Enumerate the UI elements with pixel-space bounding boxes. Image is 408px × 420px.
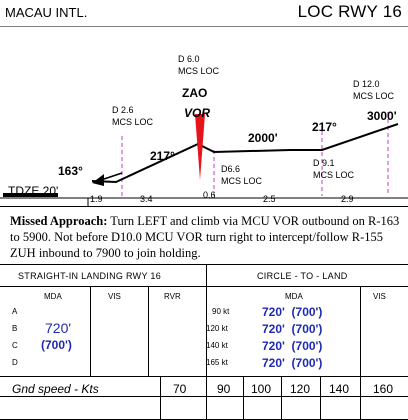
- segment-dist-3: 0.6: [203, 190, 216, 200]
- fix-label-d9-1-name: MCS LOC: [313, 170, 355, 180]
- segment-dist-2: 3.4: [140, 194, 153, 204]
- missed-approach-section: Missed Approach: Turn LEFT and climb via…: [0, 206, 408, 265]
- missed-approach-title: Missed Approach:: [10, 214, 108, 228]
- circle-speed-a: 90 kt: [212, 307, 230, 316]
- groundspeed-label: Gnd speed - Kts: [12, 382, 99, 396]
- missed-approach-text: Missed Approach: Turn LEFT and climb via…: [10, 213, 402, 261]
- circle-minima-d: 720' (700'): [262, 356, 323, 370]
- fix-label-d6-0-name: MCS LOC: [178, 66, 220, 76]
- vor-spike: [195, 114, 205, 180]
- airport-name: MACAU INTL.: [5, 5, 88, 20]
- procedure-title: LOC RWY 16: [297, 2, 402, 21]
- fix-label-d2-6-dist: D 2.6: [112, 105, 134, 115]
- category-c: C: [12, 341, 18, 350]
- segment-dist-1: 1.9: [90, 194, 103, 204]
- vor-ident: ZAO: [182, 86, 207, 100]
- groundspeed-140: 140: [329, 382, 350, 396]
- circle-speed-b: 120 kt: [206, 324, 228, 333]
- fix-label-d12-0-dist: D 12.0: [353, 79, 380, 89]
- category-a: A: [12, 307, 18, 316]
- category-b: B: [12, 324, 18, 333]
- circle-speed-d: 165 kt: [206, 358, 228, 367]
- fix-label-d6-6-name: MCS LOC: [221, 176, 263, 186]
- vor-type: VOR: [184, 106, 210, 120]
- si-hat-value: (700'): [41, 338, 72, 352]
- fix-lines: [121, 112, 389, 196]
- chart-header: MACAU INTL. LOC RWY 16: [0, 0, 408, 26]
- course-217-inbound: 217°: [312, 120, 337, 134]
- groundspeed-120: 120: [290, 382, 311, 396]
- course-217-outbound: 217°: [150, 149, 175, 163]
- course-163: 163°: [58, 164, 83, 178]
- si-mda-header: MDA: [44, 292, 62, 301]
- groundspeed-90: 90: [217, 382, 231, 396]
- groundspeed-160: 160: [373, 382, 394, 396]
- groundspeed-70: 70: [173, 382, 187, 396]
- fix-label-d2-6-name: MCS LOC: [112, 117, 154, 127]
- runway-bar: [3, 193, 58, 197]
- cl-vis-header: VIS: [373, 292, 386, 301]
- fix-label-d6-0-dist: D 6.0: [178, 54, 200, 64]
- circle-minima-b: 720' (700'): [262, 322, 323, 336]
- si-rvr-header: RVR: [164, 292, 181, 301]
- profile-view: D 6.0 MCS LOC D 2.6 MCS LOC D6.6 MCS LOC…: [0, 26, 408, 206]
- straight-in-title: STRAIGHT-IN LANDING RWY 16: [18, 271, 161, 281]
- missed-approach-instructions: Turn LEFT and climb via MCU VOR outbound…: [10, 214, 400, 260]
- segment-dist-4: 2.5: [263, 194, 276, 204]
- missed-approach-arrow: [92, 172, 123, 186]
- category-d: D: [12, 358, 18, 367]
- si-vis-header: VIS: [108, 292, 121, 301]
- descent-path: [91, 123, 399, 184]
- circle-minima-a: 720' (700'): [262, 305, 323, 319]
- altitude-2000: 2000': [248, 131, 278, 145]
- groundspeed-100: 100: [251, 382, 272, 396]
- segment-dist-5: 2.9: [341, 194, 354, 204]
- si-mda-value: 720': [45, 320, 72, 336]
- fix-label-d12-0-name: MCS LOC: [353, 91, 395, 101]
- fix-label-d6-6-dist: D6.6: [221, 164, 240, 174]
- circle-title: CIRCLE - TO - LAND: [257, 271, 348, 281]
- circle-minima-c: 720' (700'): [262, 339, 323, 353]
- circle-speed-c: 140 kt: [206, 341, 228, 350]
- cl-mda-header: MDA: [285, 292, 303, 301]
- fix-label-d9-1-dist: D 9.1: [313, 158, 335, 168]
- tdze-label: TDZE 20': [8, 184, 58, 198]
- altitude-3000: 3000': [367, 109, 397, 123]
